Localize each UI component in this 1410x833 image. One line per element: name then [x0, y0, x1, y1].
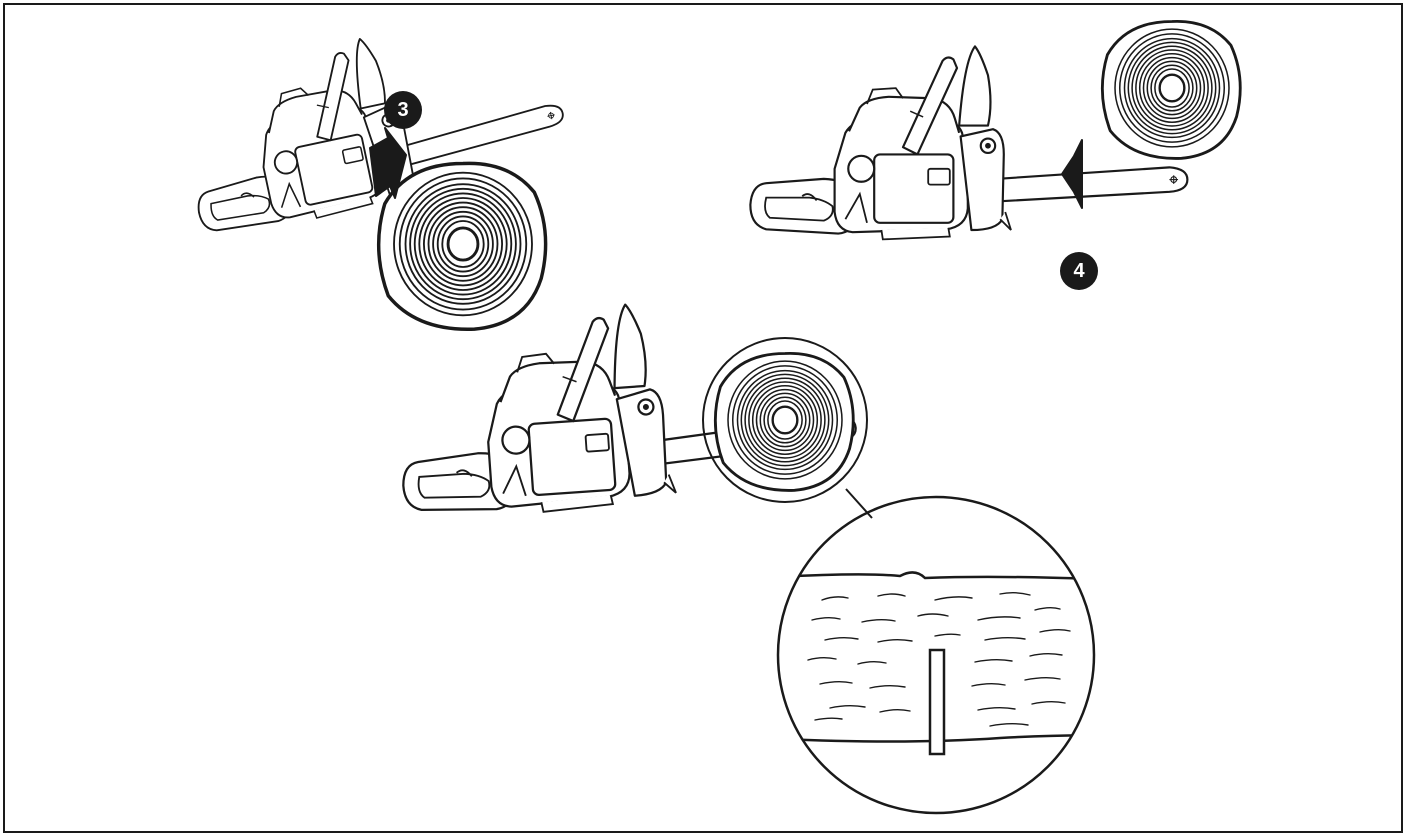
step-4-badge: 4: [1060, 252, 1098, 290]
magnifier-source-circle: [702, 337, 868, 503]
log-step-3: [376, 161, 548, 331]
push-arrow-left-icon: [1061, 139, 1083, 209]
step-3-badge: 3: [384, 91, 422, 129]
push-arrow-up-icon: [369, 127, 407, 199]
log-step-4: [1100, 19, 1242, 160]
magnifier-detail: [776, 495, 1096, 815]
log-detail: [713, 351, 855, 492]
